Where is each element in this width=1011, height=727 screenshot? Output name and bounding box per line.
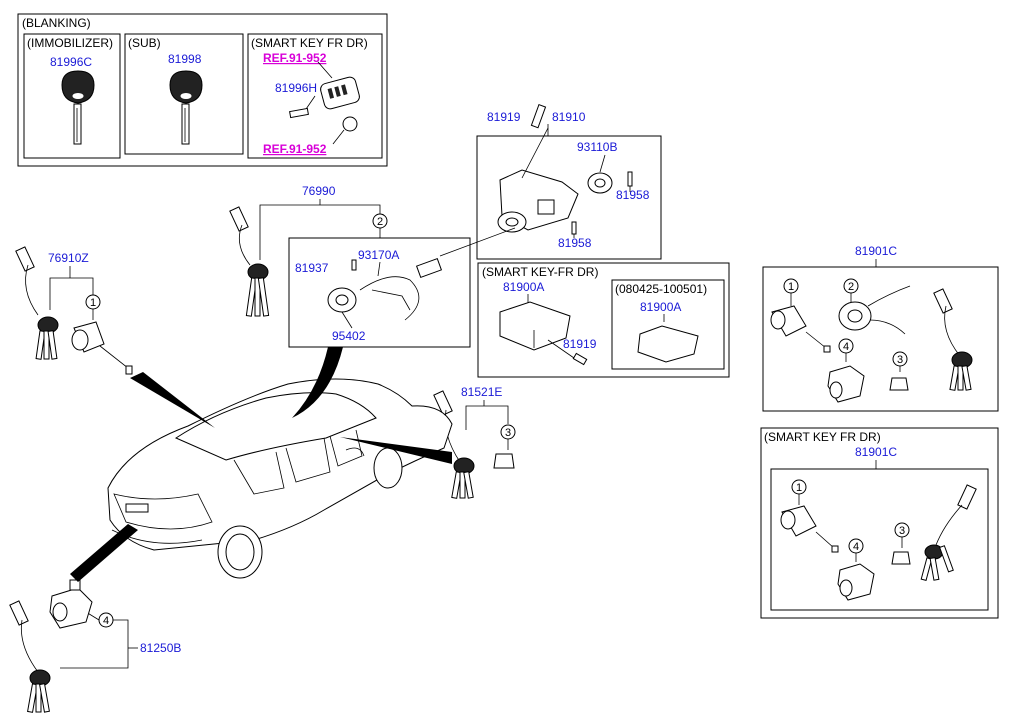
- part-81910[interactable]: 81910: [552, 110, 586, 124]
- callout-3-c-label: 3: [505, 427, 511, 439]
- part-81958-a[interactable]: 81958: [616, 188, 650, 202]
- immobilizer-module-frame: [288, 237, 471, 348]
- callout-2-a-label: 2: [377, 216, 383, 228]
- immobilizer-key-icon: [61, 70, 95, 145]
- part-81919-top[interactable]: 81919: [487, 110, 521, 124]
- trunk-81521E-group: 81521E 3: [433, 385, 516, 499]
- car-illustration: [107, 378, 453, 579]
- door-lock-cylinder-icon: [71, 321, 133, 375]
- blanking-frame: [17, 13, 388, 167]
- battery-icon: [342, 116, 358, 132]
- glovebox-lock-icon: [49, 579, 93, 629]
- immobilizer-header: (IMMOBILIZER): [27, 36, 113, 50]
- kit-81901C-a-frame: [762, 266, 999, 412]
- smart-key-mid-header: (SMART KEY-FR DR): [482, 265, 598, 279]
- part-81996H[interactable]: 81996H: [275, 81, 317, 95]
- kit-81901C-a-group: 81901C 1 2 4 3: [762, 244, 999, 412]
- ignition-group: 81919 81910 93110B 81958 81958: [476, 103, 662, 260]
- kit-81901C-b-parts-icon: [780, 484, 977, 601]
- leader-ignition: [439, 227, 516, 257]
- sub-header: (SUB): [128, 36, 161, 50]
- blanking-group: (BLANKING) (IMMOBILIZER) 81996C (SUB) 81…: [17, 13, 388, 167]
- callout-4-c-label: 4: [103, 615, 109, 627]
- part-76910Z[interactable]: 76910Z: [48, 251, 89, 265]
- glovebox-key-icon: [9, 600, 51, 713]
- date-range-frame: [611, 279, 725, 370]
- smart-key-bottom-header: (SMART KEY FR DR): [764, 430, 881, 444]
- ref-link-b[interactable]: REF.91-952: [263, 142, 327, 156]
- sub-frame: [124, 33, 244, 155]
- part-76990[interactable]: 76990: [302, 184, 336, 198]
- smart-key-bottom-frame: [760, 427, 999, 619]
- part-95402[interactable]: 95402: [332, 329, 366, 343]
- part-93170A[interactable]: 93170A: [358, 248, 399, 262]
- smart-module-b-icon: [637, 325, 699, 363]
- ignition-frame: [476, 135, 662, 260]
- callout-1-c-label: 1: [796, 482, 802, 494]
- callout-2-b-label: 2: [848, 281, 854, 293]
- part-81901C-b[interactable]: 81901C: [855, 445, 897, 459]
- callout-4-b-label: 4: [853, 541, 859, 553]
- part-81900A-b[interactable]: 81900A: [640, 300, 681, 314]
- part-81958-b[interactable]: 81958: [558, 236, 592, 250]
- smart-key-mid-frame: [477, 262, 730, 378]
- smart-module-icon: [499, 301, 571, 351]
- callout-3-a-label: 3: [897, 354, 903, 366]
- sub-key-icon: [169, 70, 203, 145]
- part-81900A-a[interactable]: 81900A: [503, 280, 544, 294]
- bolt-81919-icon: [530, 103, 547, 129]
- part-81521E[interactable]: 81521E: [461, 385, 502, 399]
- part-81919-mid[interactable]: 81919: [563, 337, 597, 351]
- leader-wedges: [70, 347, 452, 582]
- part-81998[interactable]: 81998: [168, 52, 202, 66]
- callout-3-b-label: 3: [899, 525, 905, 537]
- ref-link-a[interactable]: REF.91-952: [263, 51, 327, 65]
- part-81901C-a[interactable]: 81901C: [855, 244, 897, 258]
- smart-key-top-frame: [247, 33, 383, 159]
- lock-81250B-group: 81250B 4: [9, 579, 181, 713]
- kit-81901C-a-parts-icon: [770, 285, 973, 403]
- antenna-coil-icon: [327, 257, 443, 329]
- part-81937[interactable]: 81937: [295, 261, 329, 275]
- callout-1-b-label: 1: [788, 281, 794, 293]
- ignition-lock-icon: [497, 127, 633, 238]
- immobilizer-module-group: 81937 93170A 95402: [288, 237, 471, 348]
- date-range-header: (080425-100501): [615, 282, 707, 296]
- emergency-key-icon: [289, 107, 309, 119]
- kit-81901C-b-group: (SMART KEY FR DR) 81901C 1 4 3: [760, 427, 999, 619]
- kit-81901C-b-frame: [770, 468, 989, 611]
- part-81996C[interactable]: 81996C: [50, 55, 92, 69]
- key-ring-76910Z-icon: [15, 246, 59, 360]
- blanking-header: (BLANKING): [22, 16, 91, 30]
- callout-4-a-label: 4: [843, 341, 849, 353]
- callout-1-a-label: 1: [90, 297, 96, 309]
- smart-key-top-header: (SMART KEY FR DR): [251, 36, 368, 50]
- key-set-76990-group: 76990 2 76910Z 1: [15, 184, 388, 375]
- trunk-key-icon: [433, 390, 515, 499]
- part-81250B[interactable]: 81250B: [140, 641, 181, 655]
- bolt-81919-mid-icon: [572, 352, 588, 366]
- immobilizer-frame: [23, 33, 121, 159]
- part-93110B[interactable]: 93110B: [577, 140, 617, 154]
- rear-emblem-icon: [125, 503, 149, 513]
- key-ring-76990-icon: [229, 206, 270, 317]
- smart-key-mid-group: (SMART KEY-FR DR) 81900A 81919 (080425-1…: [477, 262, 730, 378]
- smart-fob-icon: [320, 76, 360, 110]
